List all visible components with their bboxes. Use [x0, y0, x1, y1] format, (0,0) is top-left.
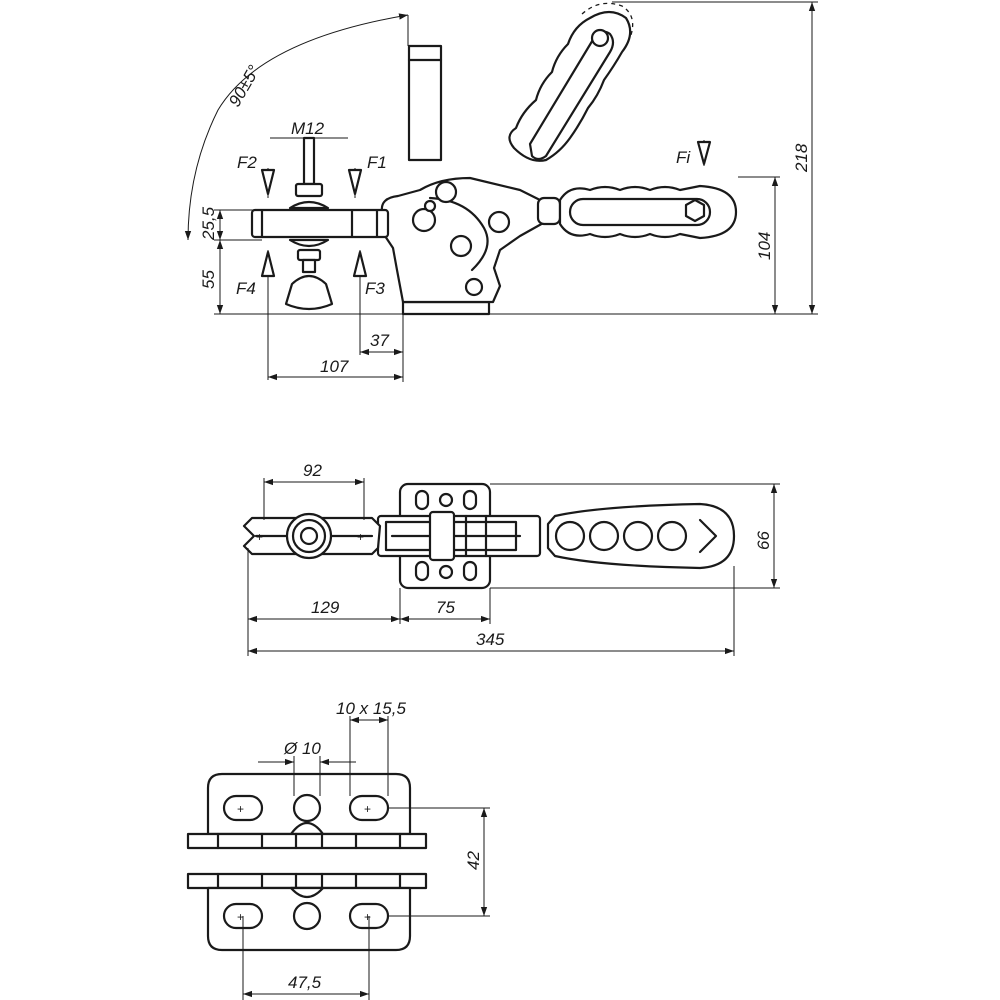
dim-47-5-label: 47,5 — [288, 973, 322, 992]
raised-handle-rod — [407, 44, 443, 162]
side-washer-upper — [288, 200, 330, 210]
arrow-f3 — [352, 250, 368, 278]
side-base-plate — [401, 300, 491, 316]
top-handle-ring — [622, 520, 654, 552]
top-handle-ring — [656, 520, 688, 552]
top-hole — [438, 492, 454, 508]
side-raised-handle — [407, 2, 634, 162]
side-view: 90±5° M12 F2 F1 F4 F3 Fi 25,5 55 — [184, 1, 818, 382]
pivot-pin-3 — [487, 210, 511, 234]
top-handle-grip — [546, 502, 736, 570]
side-spindle-lower — [301, 258, 317, 274]
side-pressure-foot — [284, 274, 334, 311]
dim-104-label: 104 — [755, 232, 774, 260]
base-half-hole — [289, 886, 325, 899]
pivot-pin-6 — [423, 199, 437, 213]
dim-345-label: 345 — [476, 630, 505, 649]
side-handle-hex — [684, 198, 706, 223]
base-hole — [292, 793, 322, 823]
thread-label: M12 — [291, 119, 325, 138]
side-clamp-arm — [250, 208, 390, 239]
top-handle-ring — [588, 520, 620, 552]
arrow-f2 — [260, 168, 276, 196]
top-slot — [462, 560, 478, 582]
pivot-pin-1 — [434, 180, 458, 204]
top-spindle-nut-mid — [291, 518, 327, 554]
force-f1-label: F1 — [367, 153, 387, 172]
top-handle-ring — [554, 520, 586, 552]
dim-92-label: 92 — [303, 461, 322, 480]
dim-107-label: 107 — [320, 357, 349, 376]
arrow-f4 — [260, 250, 276, 278]
dim-218-label: 218 — [792, 143, 811, 173]
pivot-pin-2 — [411, 207, 437, 233]
raised-handle-hex — [590, 28, 610, 48]
top-plus-mark: + — [256, 530, 263, 544]
dim-75-label: 75 — [436, 598, 455, 617]
top-slot — [414, 489, 430, 511]
force-f2-label: F2 — [237, 153, 257, 172]
dim-66-label: 66 — [754, 531, 773, 550]
base-upper-rail — [186, 832, 428, 850]
base-plus-mark: + — [364, 910, 371, 924]
pivot-pin-4 — [449, 234, 473, 258]
dim-25-5-label: 25,5 — [199, 206, 218, 241]
side-handle-shaft — [536, 196, 562, 226]
base-plus-mark: + — [237, 910, 244, 924]
side-spindle-top — [302, 136, 316, 186]
angle-label: 90±5° — [225, 62, 264, 110]
side-nut-lower — [296, 248, 322, 262]
top-slot — [414, 560, 430, 582]
dim-129-label: 129 — [311, 598, 340, 617]
base-view: + + + + 10 x 15,5 Ø — [186, 699, 490, 1000]
top-spindle — [299, 526, 319, 546]
force-arrows — [260, 140, 712, 380]
top-slot — [462, 489, 478, 511]
pivot-pin-5 — [464, 277, 484, 297]
top-view: + + 92 66 129 75 345 — [242, 461, 780, 656]
force-f4-label: F4 — [236, 279, 256, 298]
hole-label: Ø 10 — [283, 739, 321, 758]
base-slot — [222, 794, 264, 822]
angle-arc — [184, 13, 409, 241]
arrow-f1 — [347, 168, 363, 196]
force-fi-label: Fi — [676, 148, 691, 167]
base-lower-rail — [186, 872, 428, 890]
top-linkage-block — [428, 510, 456, 562]
top-plus-mark: + — [357, 530, 364, 544]
dim-42-label: 42 — [464, 851, 483, 870]
base-hole — [292, 901, 322, 931]
top-handle-tip — [698, 518, 718, 554]
side-handle-slot — [568, 197, 712, 227]
slot-label: 10 x 15,5 — [336, 699, 406, 718]
force-f3-label: F3 — [365, 279, 385, 298]
top-hole — [438, 564, 454, 580]
arrow-fi — [696, 140, 712, 166]
raised-handle-grip — [508, 10, 632, 162]
side-nut-upper — [294, 182, 324, 198]
side-washer-lower — [288, 238, 330, 248]
base-plus-mark: + — [364, 802, 371, 816]
dim-37-label: 37 — [370, 331, 389, 350]
dim-55-label: 55 — [199, 270, 218, 289]
base-plus-mark: + — [237, 802, 244, 816]
raised-handle-end-dashed — [581, 2, 634, 39]
